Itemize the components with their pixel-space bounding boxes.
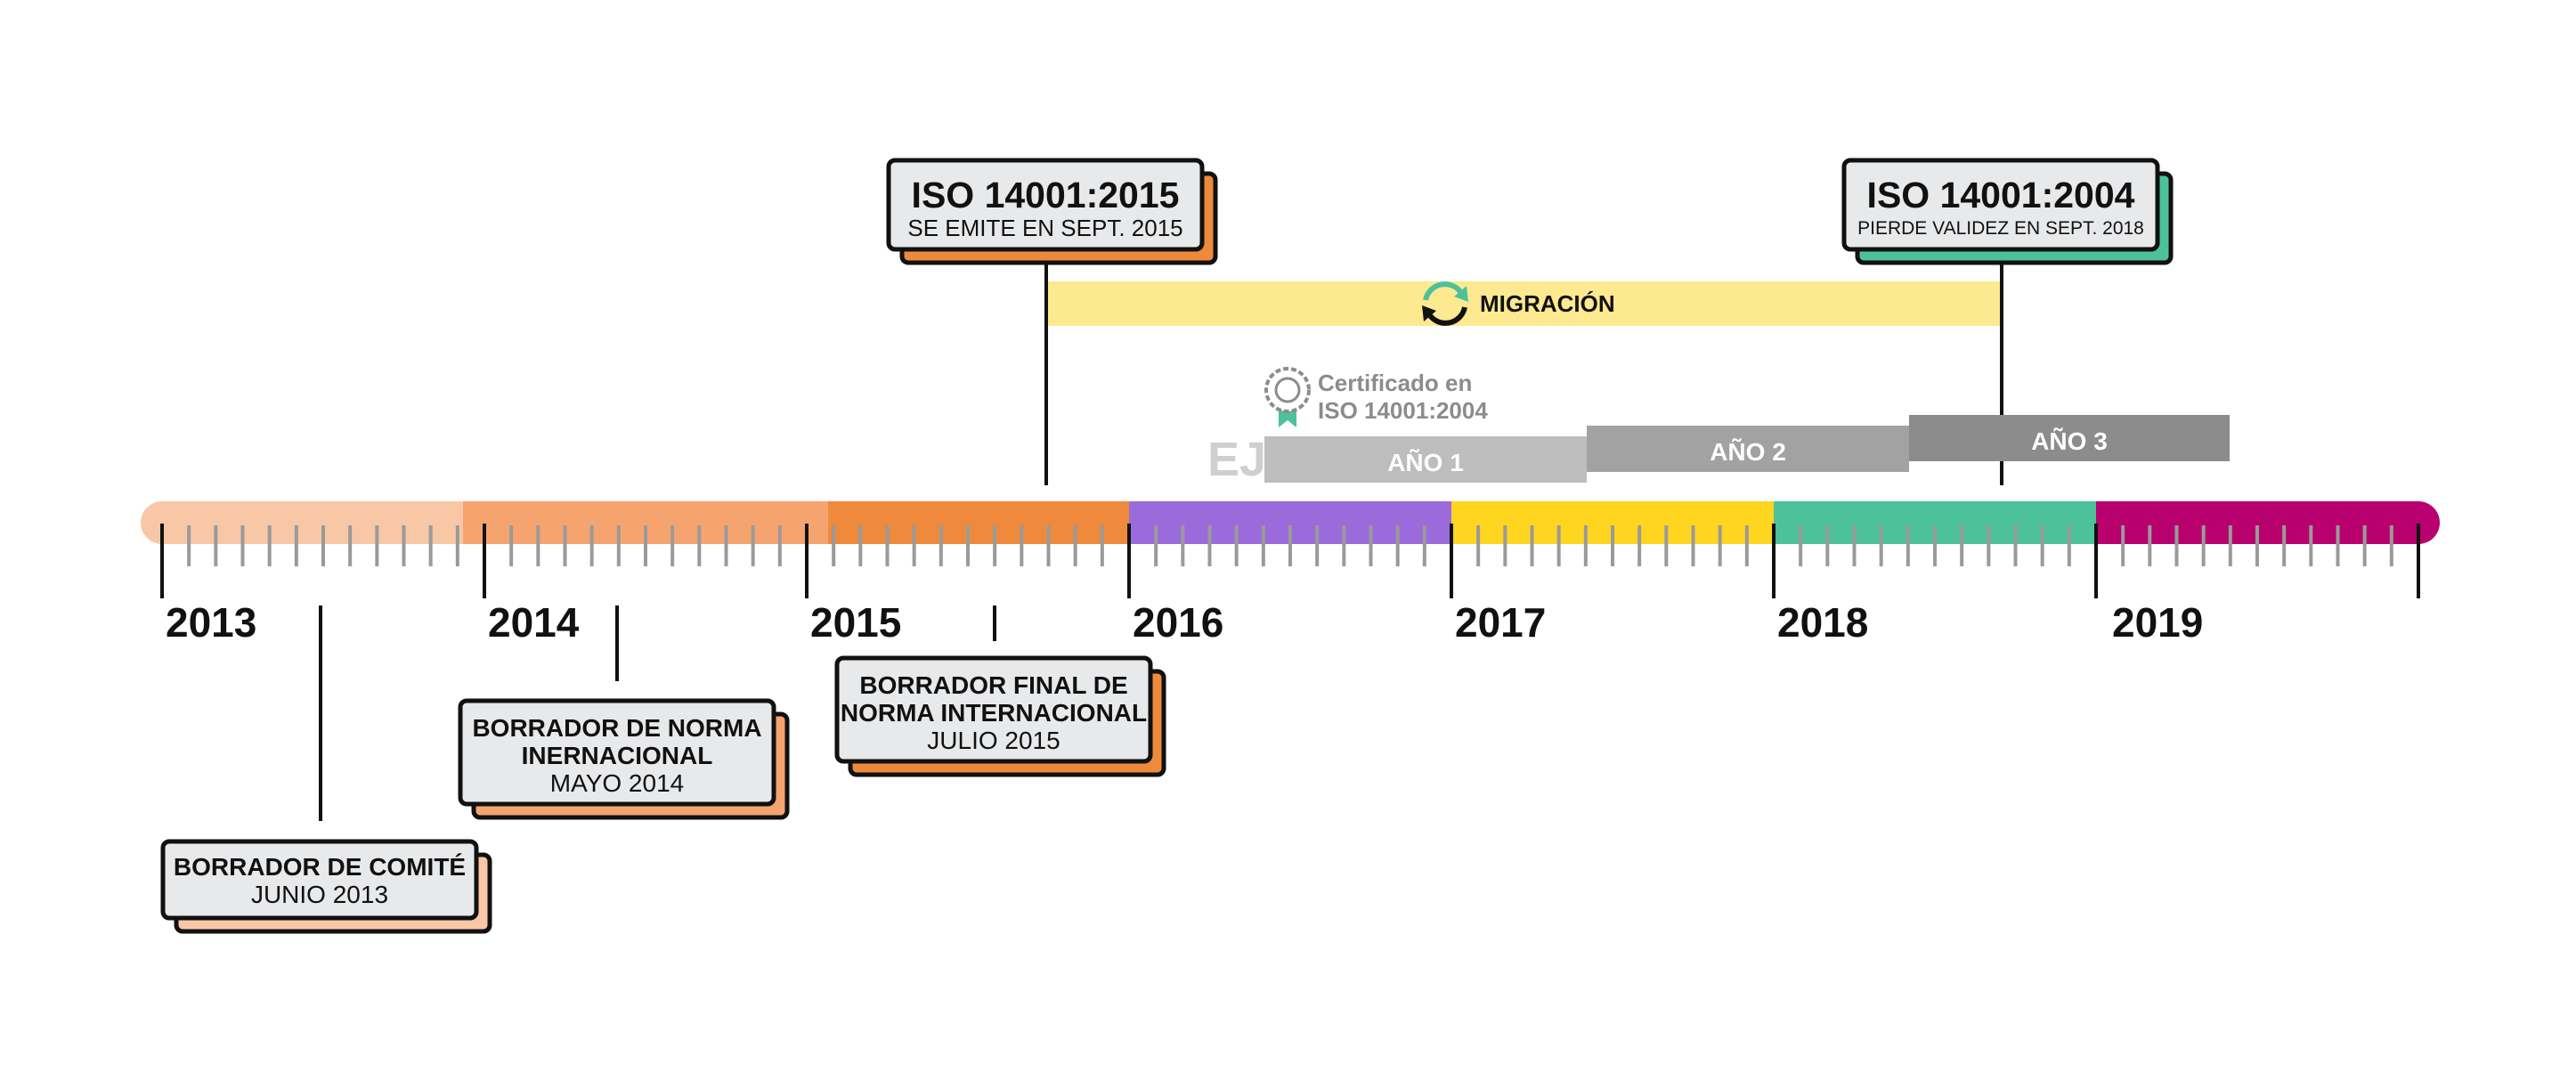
callout-norma-face [458, 698, 776, 807]
callout-iso2015-face [886, 158, 1205, 252]
callout-borrador-norma: BORRADOR DE NORMA INERNACIONAL MAYO 2014 [458, 698, 790, 820]
year-label-2018: 2018 [1777, 599, 1868, 646]
year2-bar [1587, 426, 1909, 472]
callout-iso2004-subtitle: PIERDE VALIDEZ EN SEPT. 2018 [1857, 218, 2144, 239]
year-label-2014: 2014 [488, 599, 580, 646]
certificate-label-line1: Certificado en [1318, 370, 1472, 396]
migration-label: MIGRACIÓN [1480, 290, 1615, 317]
segment-2015 [828, 501, 1129, 544]
year1-bar [1264, 436, 1587, 483]
year-label-2013: 2013 [166, 599, 256, 646]
callout-final-title-line2: NORMA INTERNACIONAL [841, 699, 1147, 727]
segment-2019-fill [2096, 501, 2399, 544]
callout-comite-title: BORRADOR DE COMITÉ [174, 853, 466, 881]
callout-final-subtitle: JULIO 2015 [927, 727, 1060, 754]
segment-2013-fill [162, 501, 463, 544]
year-label-2015: 2015 [810, 599, 901, 646]
callout-iso2004-title: ISO 14001:2004 [1867, 175, 2135, 215]
callout-iso2004-face [1841, 158, 2160, 252]
year-label-2016: 2016 [1133, 599, 1223, 646]
callout-iso2015: ISO 14001:2015 SE EMITE EN SEPT. 2015 [886, 158, 1218, 265]
award-ribbon-icon [1264, 367, 1311, 427]
callout-iso2015-subtitle: SE EMITE EN SEPT. 2015 [907, 215, 1182, 241]
year-ticks [160, 524, 2420, 598]
year3-bar [1909, 415, 2230, 461]
callout-final-face [834, 655, 1153, 764]
callout-final-title-line1: BORRADOR FINAL DE [859, 671, 1127, 699]
callout-norma-subtitle: MAYO 2014 [550, 769, 684, 797]
year1-label: AÑO 1 [1387, 449, 1464, 476]
year2-label: AÑO 2 [1710, 438, 1786, 466]
callout-comite-face [160, 839, 479, 921]
callout-borrador-comite: BORRADOR DE COMITÉ JUNIO 2013 [160, 839, 492, 934]
refresh-arrows-icon [1422, 281, 1468, 326]
year3-label: AÑO 3 [2031, 427, 2108, 455]
callout-borrador-final: BORRADOR FINAL DE NORMA INTERNACIONAL JU… [834, 655, 1166, 777]
minor-ticks [187, 525, 2393, 566]
certificate-label-line2: ISO 14001:2004 [1318, 397, 1488, 424]
callout-comite-subtitle: JUNIO 2013 [251, 881, 388, 908]
callout-norma-title-line2: INERNACIONAL [522, 742, 713, 769]
callout-iso2004: ISO 14001:2004 PIERDE VALIDEZ EN SEPT. 2… [1841, 158, 2174, 265]
year-label-2017: 2017 [1455, 599, 1546, 646]
migration-bar [1046, 281, 2002, 326]
timeline-axis [141, 501, 2440, 598]
year-label-2019: 2019 [2112, 599, 2203, 646]
callout-norma-title-line1: BORRADOR DE NORMA [472, 714, 761, 742]
callout-iso2015-title: ISO 14001:2015 [912, 175, 1180, 215]
